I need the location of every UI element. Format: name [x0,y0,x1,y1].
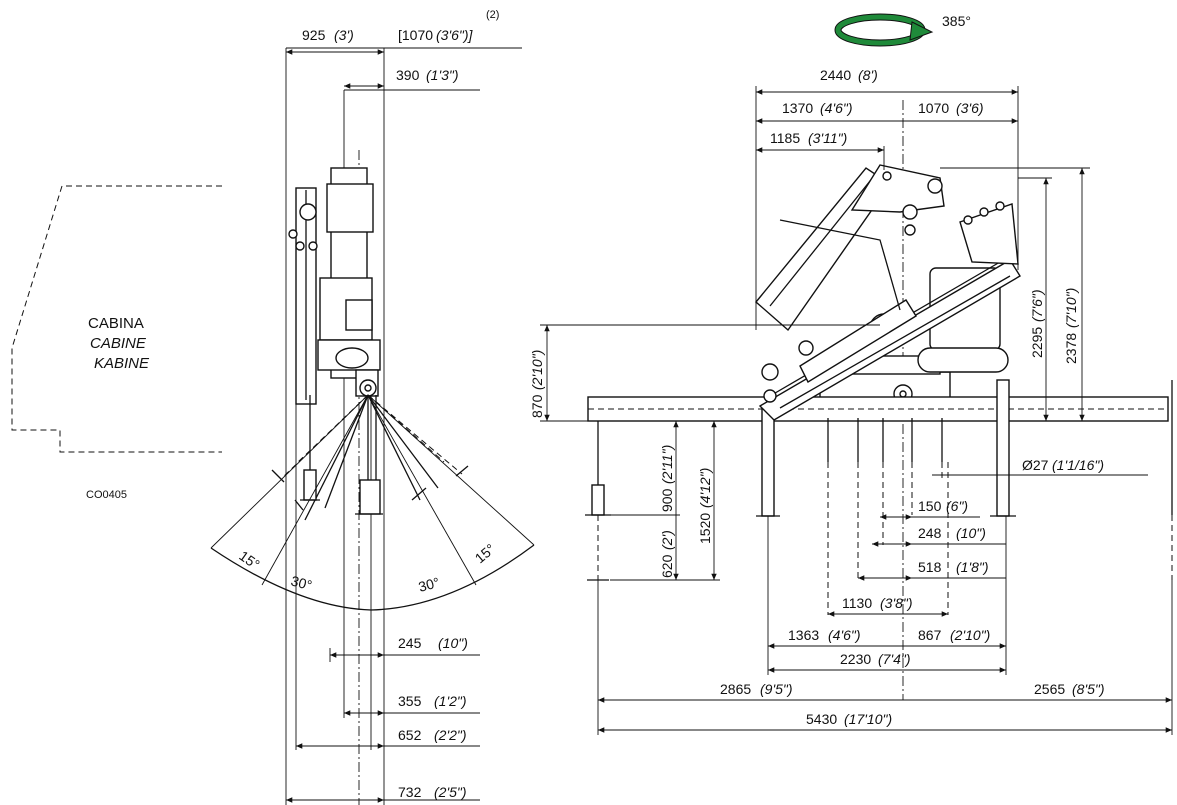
dim-390-imp: (1'3") [426,67,459,83]
dim-355: 355 [398,693,422,709]
dim-2378: 2378 [1063,333,1079,364]
cabin-label: CABINA CABINE KABINE [88,315,150,372]
dim-2378-imp: (7'10") [1063,288,1079,328]
dim-1070-bracket-imp: (3'6")] [436,27,474,43]
dim-1363: 1363 [788,627,819,643]
cabin-outline [11,185,222,453]
outer-boom [758,259,1021,421]
dim-1185: 1185 [770,130,800,146]
angle-30-right: 30° [417,574,442,595]
dim-518-imp: (1'8") [956,559,989,575]
dim-5430: 5430 [806,711,837,727]
column-head [326,183,374,233]
boom-pin [299,203,317,221]
dim-732-imp: (2'5") [434,784,467,800]
boom-tip [959,203,1019,265]
dim-2295-imp: (7'6") [1029,289,1045,322]
dim-652-imp: (2'2") [434,727,467,743]
dim-732: 732 [398,784,422,800]
dim-2440: 2440 [820,67,851,83]
dim-870: 870 [529,394,545,418]
dim-1070: 1070 [918,100,949,116]
dim-1070-imp: (3'6) [956,100,984,116]
dim-1363-imp: (4'6") [828,627,861,643]
dim-248-imp: (10") [956,525,986,541]
dim-248: 248 [918,525,942,541]
dim-1520: 1520 [697,513,713,544]
dim-867-imp: (2'10") [950,627,990,643]
dim-2565: 2565 [1034,681,1065,697]
rotation-arrow-icon [834,13,934,47]
front-view: 2440 (8') 1370 (4'6") 1070 (3'6) 1185 (3… [529,67,1173,735]
dim-2230: 2230 [840,651,871,667]
dim-245: 245 [398,635,422,651]
dim-dia27-imp: (1'1/16") [1052,457,1104,473]
cabin-label-2: CABINE [90,335,147,352]
dim-518: 518 [918,559,942,575]
dim-2865: 2865 [720,681,751,697]
drawing-code: CO0405 [86,489,127,501]
dim-245-imp: (10") [438,635,468,651]
cabin-label-3: KABINE [94,355,150,372]
dim-2440-imp: (8') [858,67,878,83]
dim-1070-bracket: [1070 [398,27,433,43]
stabilizer-legs [271,394,469,521]
dim-867: 867 [918,627,942,643]
dim-620: 620 [659,554,675,578]
dim-1130-imp: (3'8") [880,595,913,611]
dim-925: 925 [302,27,326,43]
tank-block [345,299,373,331]
cylinder-side [917,347,1009,373]
dim-1130: 1130 [842,595,872,611]
dim-150: 150 [918,498,942,514]
dim-870-imp: (2'10") [529,350,545,390]
dim-2565-imp: (8'5") [1072,681,1105,697]
dim-620-imp: (2') [659,530,675,550]
dim-2295: 2295 [1029,327,1045,358]
inner-leg-right [996,379,1010,517]
rotation-label: 385° [942,13,971,29]
dim-2865-imp: (9'5") [760,681,793,697]
angle-15-right: 15° [472,540,499,566]
cabin-label-1: CABINA [88,315,144,332]
dim-150-imp: (6") [946,498,968,514]
inner-leg-left [761,407,775,517]
side-view: 15° 30° 30° 15° 925 (3') [1070 (3'6")] (… [210,9,535,805]
dim-1520-imp: (4'12") [697,468,713,508]
dim-900: 900 [659,488,675,512]
dim-925-imp: (3') [334,27,354,43]
note-2: (2) [486,9,499,21]
dim-2230-imp: (7'4") [878,651,911,667]
dim-5430-imp: (17'10") [844,711,892,727]
sweep-arc [210,544,535,611]
boom-head [850,164,945,213]
dim-dia27: Ø27 [1022,457,1049,473]
dim-1370: 1370 [782,100,813,116]
dim-900-imp: (2'11") [659,445,675,484]
dim-1185-imp: (3'11") [808,130,847,146]
dim-652: 652 [398,727,422,743]
dim-390: 390 [396,67,420,83]
dim-1370-imp: (4'6") [820,100,853,116]
angle-15-left: 15° [236,547,263,572]
dim-355-imp: (1'2") [434,693,467,709]
angle-30-left: 30° [289,572,314,593]
